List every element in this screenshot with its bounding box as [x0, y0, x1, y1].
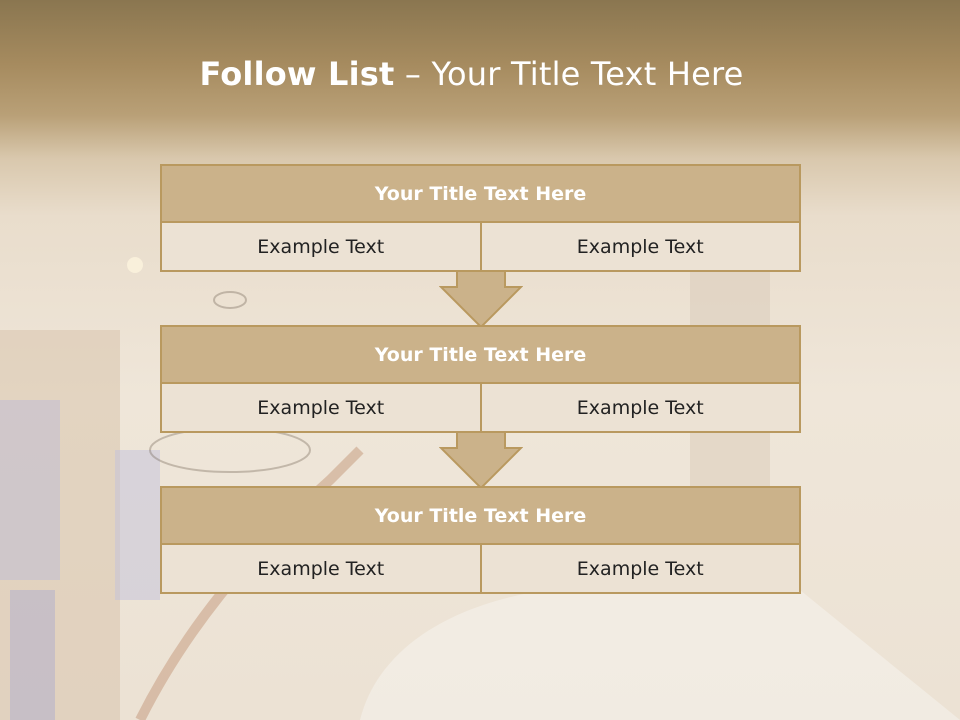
step-block-2: Your Title Text Here Example Text Exampl… — [160, 325, 801, 433]
slide-title: Follow List – Your Title Text Here — [0, 55, 943, 93]
step-cell-right: Example Text — [479, 545, 800, 592]
step-title: Your Title Text Here — [162, 488, 799, 545]
step-block-1: Your Title Text Here Example Text Exampl… — [160, 164, 801, 272]
step-block-3: Your Title Text Here Example Text Exampl… — [160, 486, 801, 594]
step-cell-left: Example Text — [257, 557, 385, 580]
slide-title-bold: Follow List — [199, 55, 395, 93]
step-cell-left: Example Text — [257, 396, 385, 419]
down-arrow-icon — [439, 271, 523, 329]
step-cell-right: Example Text — [479, 384, 800, 431]
step-cell-right: Example Text — [479, 223, 800, 270]
step-title: Your Title Text Here — [162, 327, 799, 384]
down-arrow-icon — [439, 432, 523, 490]
step-cell-left: Example Text — [257, 235, 385, 258]
slide-title-rest: – Your Title Text Here — [394, 55, 744, 93]
step-title: Your Title Text Here — [162, 166, 799, 223]
